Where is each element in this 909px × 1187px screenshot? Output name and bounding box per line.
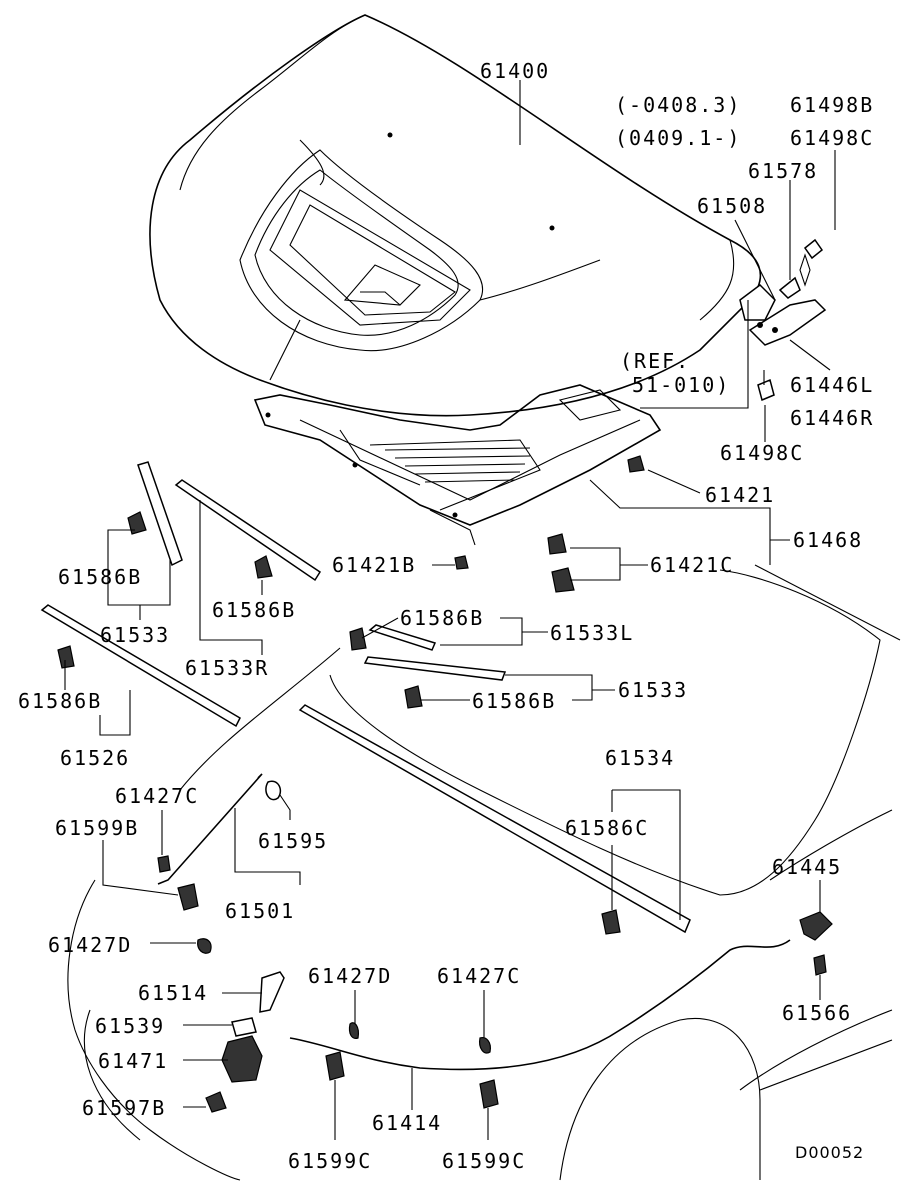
label-61471: 61471 xyxy=(98,1049,168,1073)
label-61586b-2: 61586B xyxy=(212,598,296,622)
clip-icon xyxy=(601,909,621,935)
label-61468: 61468 xyxy=(793,528,863,552)
label-61427d: 61427D xyxy=(48,933,132,957)
label-61533-2: 61533 xyxy=(618,678,688,702)
label-61421c: 61421C xyxy=(650,553,734,577)
label-61501: 61501 xyxy=(225,899,295,923)
label-61599c-2: 61599C xyxy=(442,1149,526,1173)
label-61400: 61400 xyxy=(480,59,550,83)
body-outline xyxy=(329,569,893,1181)
clip-icons xyxy=(57,455,645,935)
label-range-b: (0409.1-) xyxy=(615,126,741,150)
label-range-a: (-0408.3) xyxy=(615,93,741,117)
latch-assembly xyxy=(197,911,833,1113)
label-61597b: 61597B xyxy=(82,1096,166,1120)
label-61578: 61578 xyxy=(748,159,818,183)
label-61414: 61414 xyxy=(372,1111,442,1135)
clip-icon xyxy=(127,511,147,535)
hood-inner-frame xyxy=(253,384,662,546)
clip-icon xyxy=(254,555,273,579)
seal-61533r xyxy=(174,479,322,582)
label-61514: 61514 xyxy=(138,981,208,1005)
label-61586b-1: 61586B xyxy=(58,565,142,589)
label-61427d-2: 61427D xyxy=(308,964,392,988)
seal-61533-right xyxy=(363,656,507,681)
label-61586b-3: 61586B xyxy=(400,606,484,630)
label-61533r: 61533R xyxy=(185,656,269,680)
label-61498c: 61498C xyxy=(790,126,874,150)
clip-icon xyxy=(349,627,367,651)
label-61566: 61566 xyxy=(782,1001,852,1025)
label-61586b-5: 61586B xyxy=(18,689,102,713)
label-61446l: 61446L xyxy=(790,373,874,397)
seal-61533l xyxy=(368,624,437,651)
label-61446r: 61446R xyxy=(790,406,874,430)
seal-61534 xyxy=(298,704,691,934)
label-61421b: 61421B xyxy=(332,553,416,577)
label-ref-2: 51-010) xyxy=(632,373,730,397)
clip-icon xyxy=(454,555,469,570)
label-61595: 61595 xyxy=(258,829,328,853)
label-61526: 61526 xyxy=(60,746,130,770)
label-61421: 61421 xyxy=(705,483,775,507)
label-61498c-2: 61498C xyxy=(720,441,804,465)
label-61508: 61508 xyxy=(697,194,767,218)
label-61427c: 61427C xyxy=(115,784,199,808)
label-61498b: 61498B xyxy=(790,93,874,117)
label-61539: 61539 xyxy=(95,1014,165,1038)
clip-icon xyxy=(547,533,567,555)
clip-icon xyxy=(404,685,423,709)
label-ref-1: (REF. xyxy=(620,349,690,373)
clip-icon xyxy=(627,455,645,473)
clip-icon xyxy=(57,645,75,669)
leader-lines xyxy=(64,80,901,1181)
label-61533l: 61533L xyxy=(550,621,634,645)
hood-panel xyxy=(149,14,762,417)
hood-hinge xyxy=(739,238,827,402)
label-61427c-2: 61427C xyxy=(437,964,521,988)
seal-61526 xyxy=(40,604,241,728)
label-61599b: 61599B xyxy=(55,816,139,840)
drawing-code: D00052 xyxy=(795,1143,864,1162)
label-61586c: 61586C xyxy=(565,816,649,840)
label-61534: 61534 xyxy=(605,746,675,770)
label-61533: 61533 xyxy=(100,623,170,647)
label-61445: 61445 xyxy=(772,855,842,879)
clip-icon xyxy=(551,567,575,593)
label-61599c-1: 61599C xyxy=(288,1149,372,1173)
label-61586b-4: 61586B xyxy=(472,689,556,713)
prop-rod xyxy=(157,773,282,911)
seal-61533-left xyxy=(137,461,183,567)
